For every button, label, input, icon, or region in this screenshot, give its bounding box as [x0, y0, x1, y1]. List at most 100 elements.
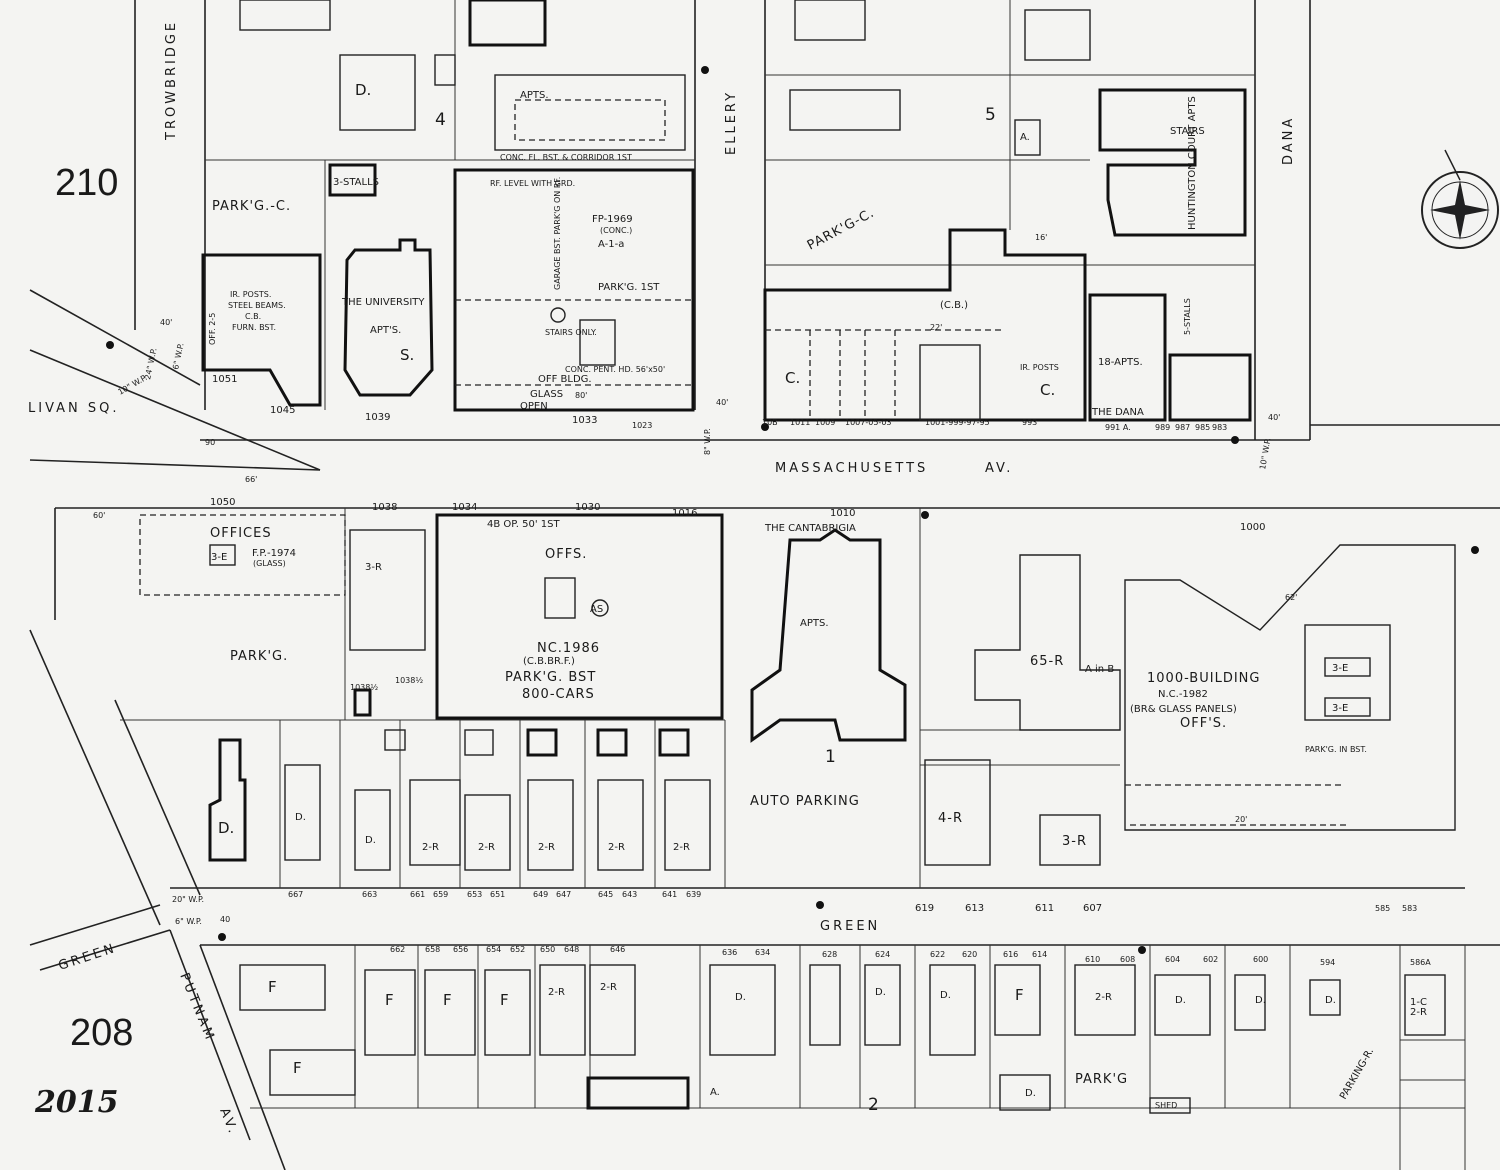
addr-1045: 1045: [270, 405, 295, 416]
c1-label-south: 1-C: [1410, 997, 1427, 1008]
addr-594: 594: [1320, 958, 1335, 967]
massachusetts-ave-suffix: AV.: [985, 461, 1013, 476]
r2-label-south: 2-R: [1410, 1007, 1427, 1018]
addr-1033: 1033: [572, 415, 597, 426]
addr-628: 628: [822, 950, 837, 959]
addr-1016: 1016: [672, 508, 697, 519]
university-apts-label-2: APT'S.: [370, 325, 401, 336]
addr-667: 667: [288, 890, 303, 899]
stairs-only-label: STAIRS ONLY.: [545, 328, 597, 337]
hydrant-markers: [106, 66, 1479, 954]
addr-661: 661: [410, 890, 425, 899]
width-label-12: 40: [220, 915, 230, 924]
apts-north-note: CONC. FL. BST. & CORRIDOR 1ST: [500, 153, 632, 162]
garage-fp-label: FP-1969: [592, 214, 633, 225]
sheet-number-210: 210: [55, 162, 118, 204]
addr-656: 656: [453, 945, 468, 954]
offices-3e-label: 3-E: [211, 552, 227, 563]
shed-label: SHED: [1155, 1101, 1177, 1110]
block-4-buildings: [201, 0, 695, 412]
two-r-label-7: 2-R: [600, 982, 617, 993]
addr-608: 608: [1120, 955, 1135, 964]
compass-rose-icon: [1421, 149, 1499, 249]
addr-622: 622: [930, 950, 945, 959]
auto-label-1: A.: [710, 1087, 720, 1098]
addr-619: 619: [915, 903, 934, 914]
f-label-3: F: [385, 991, 394, 1009]
building-1000-mat-label: (BR& GLASS PANELS): [1130, 704, 1237, 715]
width-label-8: 16': [1035, 233, 1047, 242]
f-label-2: F: [293, 1059, 302, 1077]
garage-conc-pent-label: CONC. PENT. HD. 56'x50': [565, 365, 665, 374]
r4-label: 4-R: [938, 811, 963, 826]
addr-1023: 1023: [632, 421, 652, 430]
dwelling-label-7: D.: [1175, 995, 1186, 1006]
addr-10b: 10B: [762, 418, 778, 427]
addr-1001: 1001-999-97-95: [925, 418, 990, 427]
addr-645: 645: [598, 890, 613, 899]
huntington-court-label: HUNTINGTON COURT APTS: [1187, 96, 1198, 230]
parking-label-2: PARK'G: [1075, 1072, 1128, 1087]
ir-posts-block5-label: IR. POSTS: [1020, 363, 1059, 372]
ellery-street-label: ELLERY: [724, 90, 739, 155]
addr-1010: 1010: [830, 508, 855, 519]
dwelling-label-10: D.: [1025, 1088, 1036, 1099]
addr-1039: 1039: [365, 412, 390, 423]
cb-block5-label: (C.B.): [940, 300, 968, 311]
addr-600: 600: [1253, 955, 1268, 964]
dwelling-label-2: D.: [295, 812, 306, 823]
width-label-9: 22': [930, 323, 942, 332]
addr-1000: 1000: [1240, 522, 1265, 533]
addr-659: 659: [433, 890, 448, 899]
c-label-2: C.: [1040, 381, 1055, 399]
f-label-6: F: [1015, 986, 1024, 1004]
addr-991: 991 A.: [1105, 423, 1131, 432]
cb-label: C.B.: [245, 312, 261, 321]
garage-park-label: PARK'G. 1ST: [598, 282, 660, 293]
width-label-2: 40': [716, 398, 728, 407]
two-r-label-4: 2-R: [673, 842, 690, 853]
width-label-5: 60': [93, 511, 105, 520]
parking-in-bst-label: PARK'G. IN BST.: [1305, 745, 1367, 754]
width-label-1: 40': [160, 318, 172, 327]
huntington-stairs-label: STAIRS: [1170, 126, 1205, 137]
f-label-1: F: [268, 978, 277, 996]
r3-label: 3-R: [1062, 834, 1087, 849]
map-year: 2015: [34, 1085, 119, 1120]
addr-641: 641: [662, 890, 677, 899]
addr-662: 662: [390, 945, 405, 954]
massachusetts-ave-label: MASSACHUSETTS: [775, 461, 928, 476]
auto-label-2: A.: [1020, 132, 1030, 143]
block-number-4: 4: [435, 110, 446, 130]
r3-north-label: 3-R: [365, 562, 382, 573]
parking-label-1: PARK'G.: [230, 649, 288, 664]
two-r-label-2: 2-R: [538, 842, 555, 853]
addr-624: 624: [875, 950, 890, 959]
garage-conc-label: (CONC.): [600, 226, 632, 235]
addr-983: 983: [1212, 423, 1227, 432]
addr-636: 636: [722, 948, 737, 957]
building-1000-use-label: OFF'S.: [1180, 716, 1227, 731]
addr-1038-half-2: 1038½: [395, 676, 423, 685]
offs-garage-label: OFFS.: [545, 547, 587, 562]
two-r-label-6: 2-R: [548, 987, 565, 998]
width-label-11: 62': [1285, 593, 1297, 602]
addr-614: 614: [1032, 950, 1047, 959]
addr-989: 989: [1155, 423, 1170, 432]
building-1000-3e-label-2: 3-E: [1332, 703, 1348, 714]
addr-639: 639: [686, 890, 701, 899]
width-label-4: 66': [245, 475, 257, 484]
dwelling-label-north: D.: [355, 81, 371, 99]
addr-643: 643: [622, 890, 637, 899]
c-label-1: C.: [785, 369, 800, 387]
building-1000-3e-label: 3-E: [1332, 663, 1348, 674]
as-marker-label: AS: [590, 604, 603, 615]
sullivan-square-label: LIVAN SQ.: [28, 401, 120, 416]
addr-1009: 1009: [815, 418, 835, 427]
garage-off-bldg-label: OFF BLDG.: [538, 374, 592, 385]
dwelling-label-1: D.: [218, 819, 234, 837]
addr-604: 604: [1165, 955, 1180, 964]
parking-c-label: PARK'G.-C.: [212, 199, 291, 214]
addr-658: 658: [425, 945, 440, 954]
